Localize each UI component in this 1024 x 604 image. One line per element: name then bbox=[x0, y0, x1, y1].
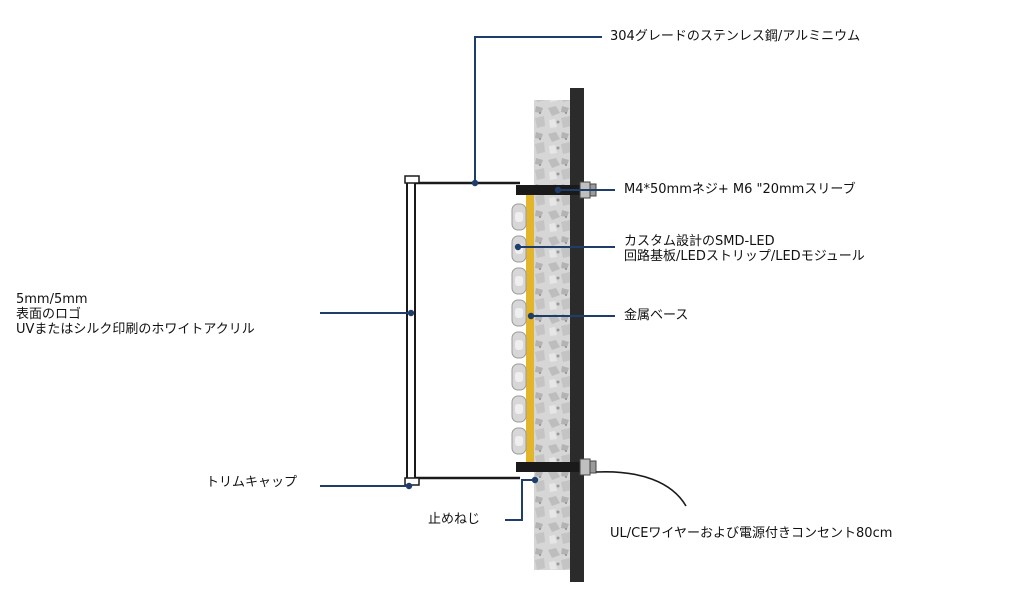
label-acrylic-line2: 表面のロゴ bbox=[16, 307, 82, 322]
label-acrylic-line1: 5mm/5mm bbox=[16, 292, 88, 307]
label-led-line1: カスタム設計のSMD-LED bbox=[624, 234, 775, 249]
leader-set-screw bbox=[505, 479, 535, 521]
bottom-nut bbox=[589, 460, 597, 474]
dot-trim bbox=[405, 482, 413, 490]
leader-lines bbox=[320, 36, 615, 521]
dot-led bbox=[514, 243, 522, 251]
acrylic-face bbox=[406, 177, 416, 485]
dot-material bbox=[471, 179, 479, 187]
top-sleeve bbox=[516, 185, 580, 195]
bottom-bolt bbox=[579, 458, 591, 476]
label-acrylic-line3: UVまたはシルク印刷のホワイトアクリル bbox=[16, 322, 255, 337]
dot-screw bbox=[554, 186, 562, 194]
label-set-screw: 止めねじ bbox=[428, 512, 481, 527]
dot-acrylic bbox=[407, 309, 415, 317]
label-material: 304グレードのステンレス鋼/アルミニウム bbox=[610, 29, 861, 44]
metal-base-strip bbox=[526, 194, 534, 472]
dot-base bbox=[527, 312, 535, 320]
led-chip bbox=[515, 340, 523, 350]
label-led-line2: 回路基板/LEDストリップ/LEDモジュール bbox=[624, 249, 865, 264]
led-modules bbox=[511, 203, 527, 455]
bottom-screw-assembly bbox=[516, 458, 597, 476]
label-led: カスタム設計のSMD-LED 回路基板/LEDストリップ/LEDモジュール bbox=[624, 234, 865, 264]
led-chip bbox=[515, 212, 523, 222]
leader-material bbox=[474, 36, 602, 183]
dot-set-screw bbox=[531, 476, 539, 484]
stone-layer bbox=[534, 100, 570, 570]
leader-dots bbox=[405, 179, 562, 490]
label-acrylic: 5mm/5mm 表面のロゴ UVまたはシルク印刷のホワイトアクリル bbox=[16, 292, 255, 337]
wall-slab bbox=[570, 88, 584, 582]
label-wire: UL/CEワイヤーおよび電源付きコンセント80cm bbox=[610, 526, 893, 541]
led-chip bbox=[515, 276, 523, 286]
led-chip bbox=[515, 436, 523, 446]
trim-cap-top bbox=[404, 175, 420, 184]
label-screw: M4*50mmネジ+ M6 "20mmスリーブ bbox=[624, 182, 856, 197]
led-chip bbox=[515, 308, 523, 318]
sign-frame bbox=[404, 175, 520, 486]
led-chip bbox=[515, 404, 523, 414]
power-wire bbox=[595, 471, 687, 507]
bottom-sleeve bbox=[516, 462, 580, 472]
label-base: 金属ベース bbox=[624, 308, 689, 323]
wall bbox=[534, 88, 584, 582]
label-trim: トリムキャップ bbox=[206, 475, 298, 490]
led-chip bbox=[515, 372, 523, 382]
